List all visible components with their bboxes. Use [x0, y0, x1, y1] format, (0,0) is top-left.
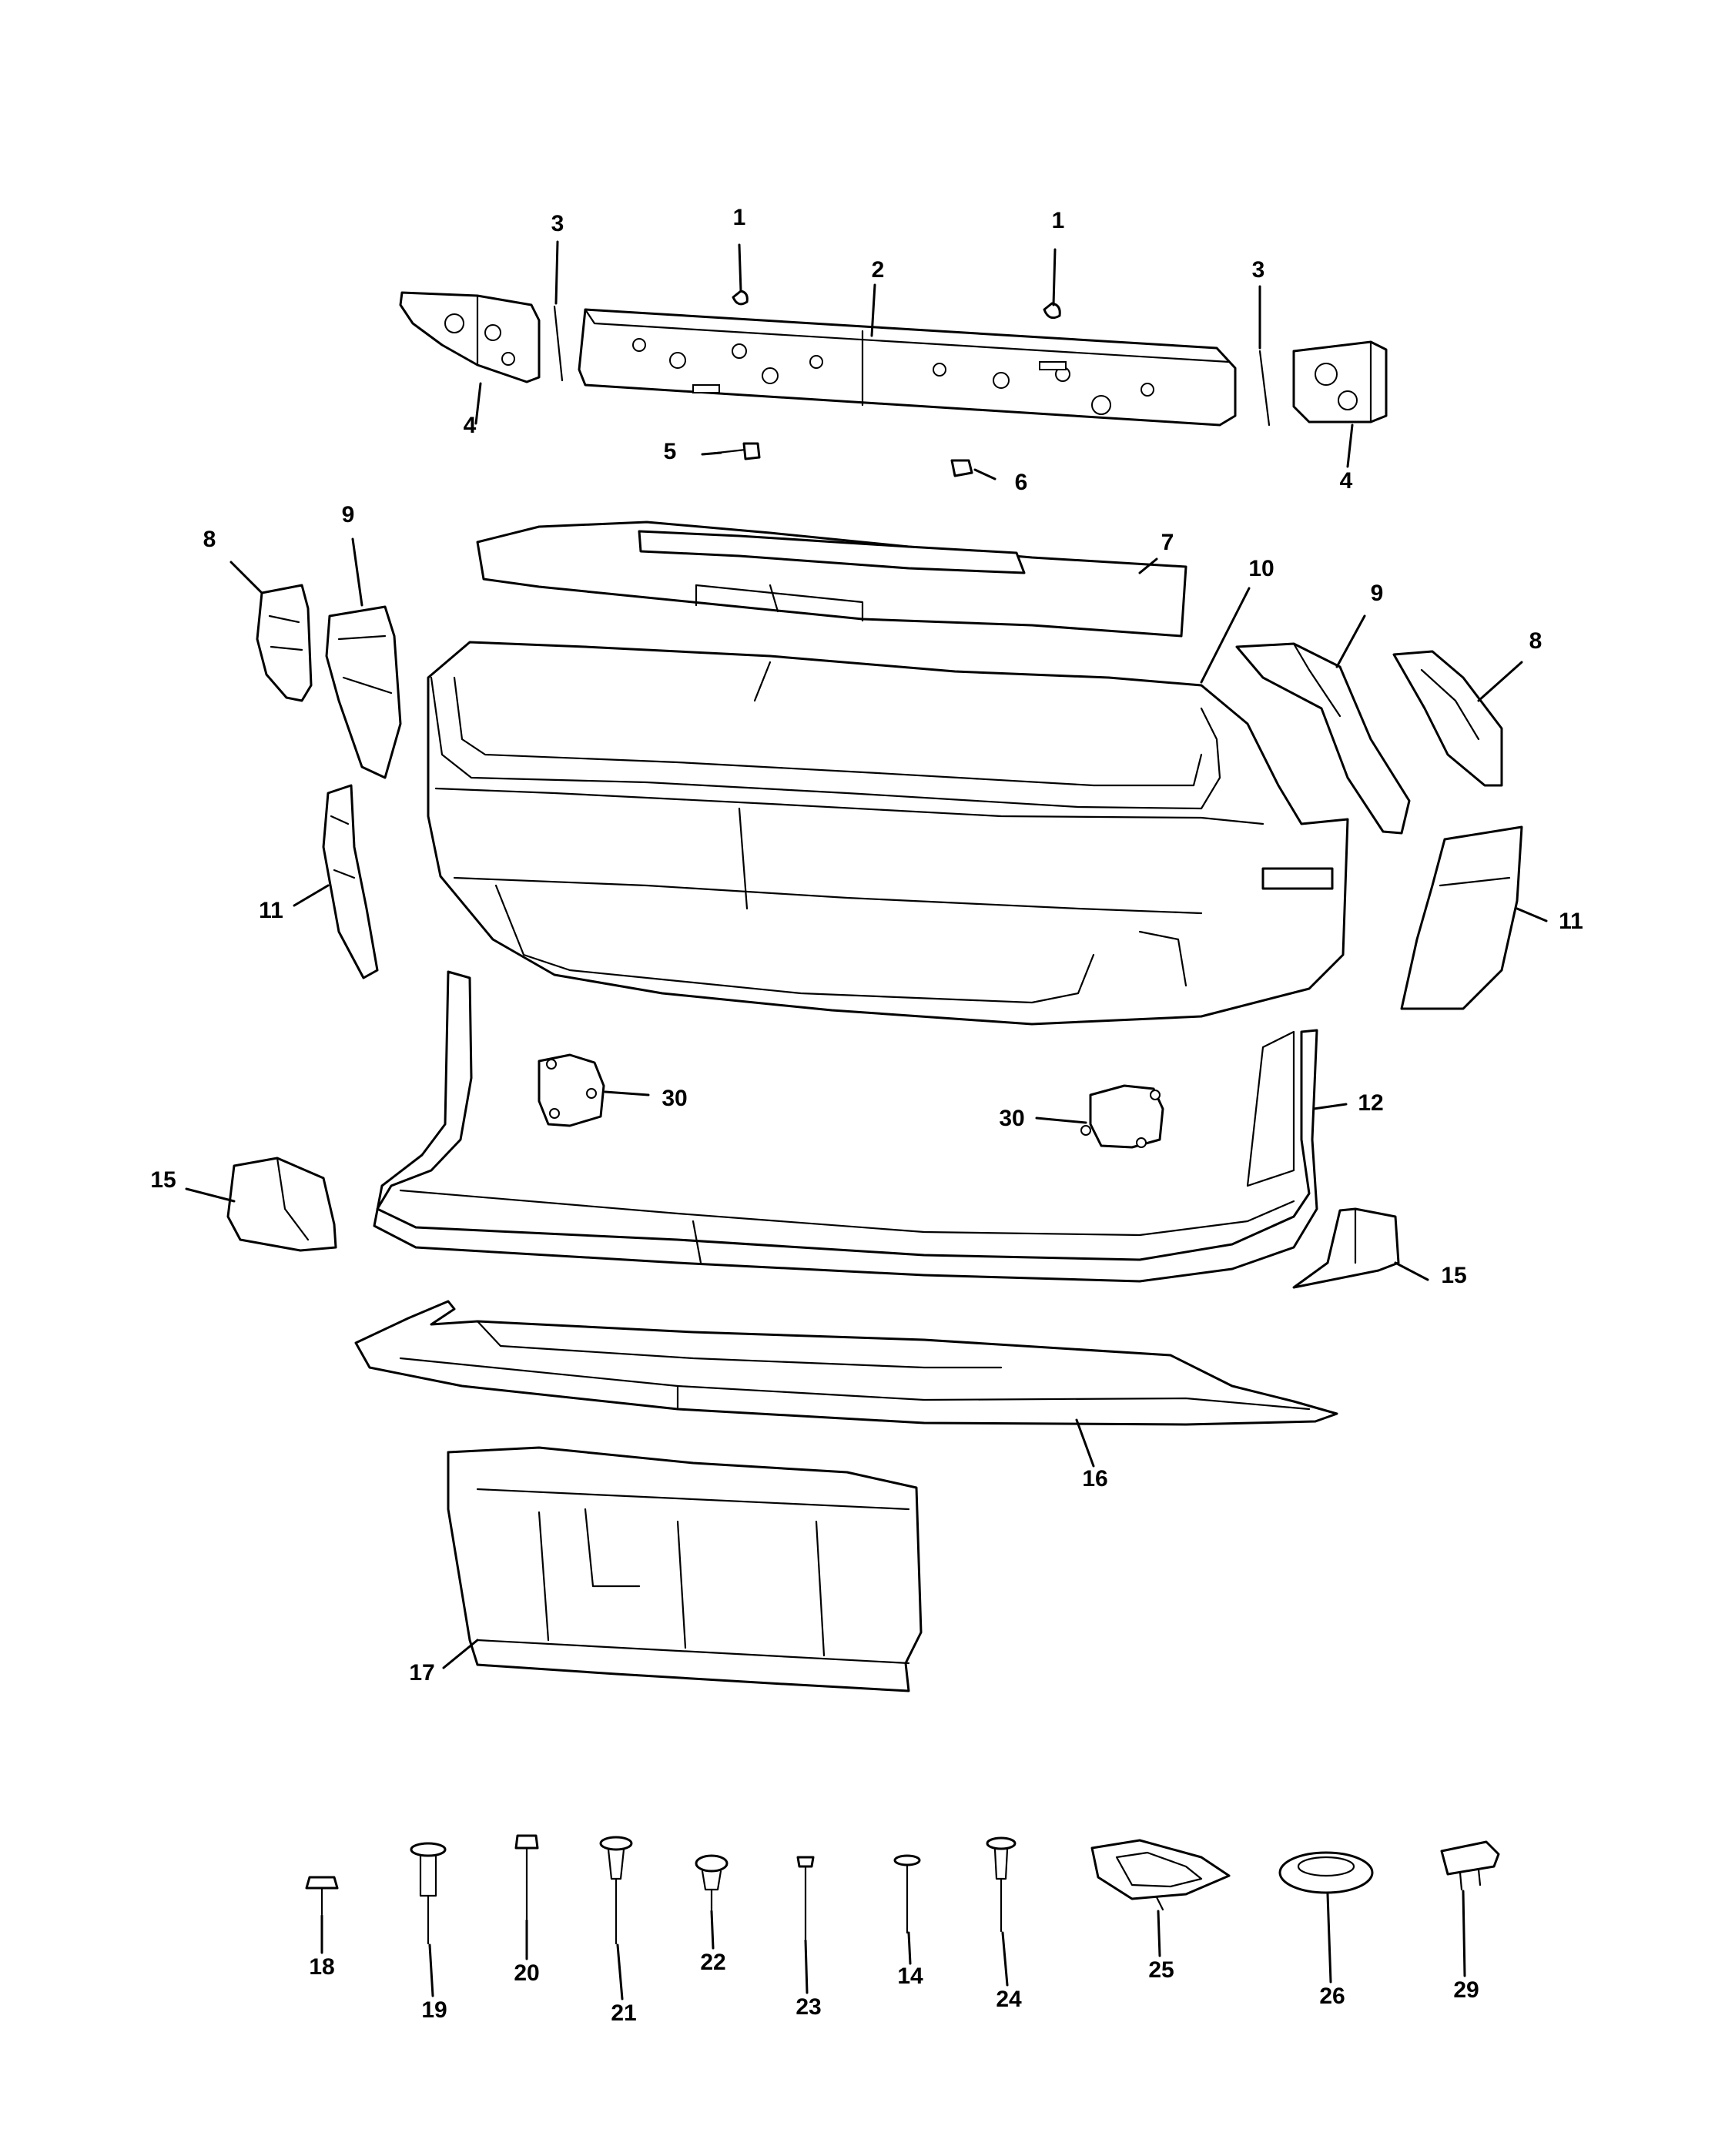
retainer-part-21 [599, 1836, 633, 1945]
side-bracket-left [256, 584, 313, 702]
reinforcement-beam [578, 308, 1237, 427]
stud-right [1258, 350, 1271, 427]
bolt-part-5 [702, 442, 761, 460]
callout-c26: 26 [1319, 1984, 1345, 2009]
cover-plate-right [1080, 1084, 1164, 1149]
bracket-right [1292, 340, 1388, 424]
callout-c29: 29 [1453, 1977, 1479, 2003]
callout-c23: 23 [796, 1994, 821, 2020]
callout-c4b: 4 [1340, 468, 1353, 494]
callout-c22: 22 [700, 1950, 725, 1975]
energy-absorber [476, 521, 1187, 638]
lower-carrier [447, 1446, 923, 1692]
callout-c6: 6 [1015, 470, 1028, 495]
lower-valance [373, 970, 1318, 1283]
nut-part-6 [950, 459, 973, 477]
screw-part-23 [796, 1856, 815, 1940]
callout-c24: 24 [996, 1987, 1022, 2012]
front-fascia [427, 641, 1349, 1026]
callout-c11b: 11 [1559, 909, 1583, 934]
stud-left [553, 305, 564, 382]
air-deflector-right [1292, 1207, 1400, 1289]
grommet-part-25 [1090, 1839, 1231, 1911]
callout-c9a: 9 [342, 502, 355, 527]
callout-c21: 21 [611, 2000, 636, 2026]
callout-c11a: 11 [259, 898, 283, 923]
callout-c19: 19 [421, 1997, 447, 2023]
callout-c12: 12 [1358, 1090, 1383, 1116]
callout-c18: 18 [309, 1954, 334, 1980]
callout-c4a: 4 [464, 413, 477, 438]
rivet-part-14 [893, 1854, 921, 1934]
callout-c2: 2 [872, 257, 885, 283]
callout-c17: 17 [409, 1660, 434, 1686]
beam-clip-right [1043, 302, 1061, 320]
clip-part-22 [695, 1854, 729, 1911]
push-pin-part-19 [410, 1842, 447, 1945]
callout-c30a: 30 [662, 1086, 687, 1111]
side-bracket-right [1392, 650, 1503, 787]
callout-c10: 10 [1248, 556, 1274, 581]
cover-plate-left [538, 1053, 605, 1127]
callout-c8b: 8 [1529, 628, 1542, 654]
callout-c20: 20 [514, 1960, 539, 1986]
side-panel-left [322, 784, 379, 979]
side-panel-right [1400, 825, 1523, 1010]
callout-c14: 14 [897, 1964, 923, 1989]
clip-part-29 [1440, 1840, 1500, 1891]
callout-c15b: 15 [1441, 1263, 1466, 1288]
callout-c25: 25 [1148, 1957, 1174, 1983]
beam-clip-left [732, 290, 749, 306]
plug-part-26 [1278, 1851, 1374, 1894]
support-bracket-left [325, 605, 402, 779]
callout-c16: 16 [1082, 1466, 1107, 1491]
push-nut-part-18 [305, 1876, 339, 1916]
bracket-left [399, 291, 541, 383]
leader-lines [185, 240, 1548, 2000]
callout-c15a: 15 [150, 1167, 176, 1193]
air-deflector-left [226, 1157, 337, 1252]
callout-c5: 5 [664, 439, 677, 464]
support-bracket-right [1235, 642, 1411, 835]
callout-c30b: 30 [999, 1106, 1024, 1131]
callout-c8a: 8 [203, 527, 216, 552]
callout-c1b: 1 [1052, 208, 1065, 233]
front-splitter [354, 1300, 1338, 1426]
callout-c3b: 3 [1252, 257, 1265, 283]
bolt-part-20 [514, 1834, 539, 1920]
callout-c9b: 9 [1371, 581, 1384, 606]
push-pin-part-24 [986, 1836, 1017, 1933]
callout-c7: 7 [1161, 530, 1174, 555]
callout-c3a: 3 [551, 211, 564, 236]
callout-c1a: 1 [733, 205, 746, 230]
